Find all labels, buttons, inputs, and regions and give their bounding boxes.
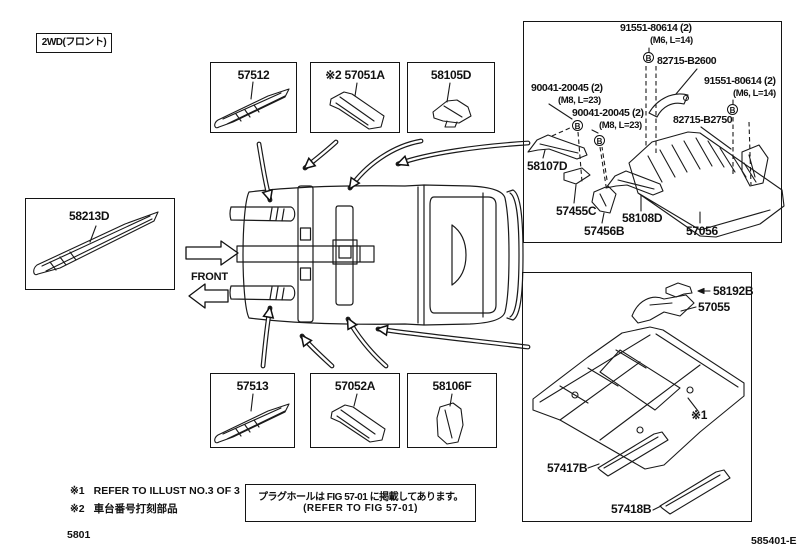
ref-marker: ※2	[325, 68, 342, 82]
fastener-callout-bracket-lower: 82715-B2750	[673, 114, 733, 126]
part-box-57051A: ※2 57051A	[310, 62, 400, 133]
part-number-label: 58213D	[69, 209, 110, 223]
fastener-callout-bolt-left1: 90041-20045 (2) (M8, L=23)	[531, 82, 603, 106]
part-box-58105D: 58105D	[407, 62, 495, 133]
part-box-58213D: 58213D	[25, 198, 175, 290]
plug-note-jp: プラグホールは FIG 57-01 に掲載してあります。	[258, 492, 463, 503]
front-label: FRONT	[191, 271, 228, 283]
part-label-57417B: 57417B	[547, 461, 588, 475]
vehicle-underbody-drawing	[229, 184, 524, 326]
part-number-label: 58105D	[430, 68, 472, 82]
front-direction-arrow	[188, 283, 229, 309]
part-label-57418B: 57418B	[611, 502, 652, 516]
part-number-label: 57512	[237, 68, 270, 82]
bolt-symbol-right: B	[727, 104, 738, 115]
plug-note-en: (REFER TO FIG 57-01)	[303, 503, 418, 514]
part-label-57055: 57055	[698, 300, 730, 314]
part-label-58108D: 58108D	[622, 211, 663, 225]
arrow-from-58213D	[185, 240, 239, 266]
part-label-57056: 57056	[686, 224, 718, 238]
bolt-symbol-left2: B	[594, 135, 605, 146]
bolt-symbol-left1: B	[572, 120, 583, 131]
drive-type-tag: 2WD(フロント)	[36, 33, 112, 53]
part-box-57512: 57512	[210, 62, 297, 133]
fastener-callout-bracket-upper: 82715-B2600	[657, 55, 717, 67]
placement-arrows	[256, 138, 531, 369]
lower-assembly-panel	[522, 272, 752, 522]
part-number-label: ※2 57051A	[325, 68, 385, 82]
part-label-57456B: 57456B	[584, 224, 625, 238]
fastener-callout-bolt-right: 91551-80614 (2) (M6, L=14)	[704, 75, 776, 99]
part-box-58106F: 58106F	[407, 373, 497, 448]
part-number-label: 57052A	[334, 379, 376, 393]
part-number-label: 58106F	[432, 379, 472, 393]
part-number-label: 57513	[236, 379, 269, 393]
fastener-callout-bolt-top: 91551-80614 (2) (M6, L=14)	[620, 22, 693, 46]
upper-assembly-panel	[523, 21, 782, 243]
page-code: 5801	[67, 529, 91, 541]
part-label-58107D: 58107D	[527, 159, 568, 173]
fastener-callout-bolt-left2: 90041-20045 (2) (M8, L=23)	[572, 107, 644, 131]
part-box-57052A: 57052A	[310, 373, 400, 448]
part-label-58192B: 58192B	[713, 284, 754, 298]
figure-code: 585401-E	[751, 535, 797, 547]
bolt-symbol-top: B	[643, 52, 654, 63]
plug-hole-note-box: プラグホールは FIG 57-01 に掲載してあります。 (REFER TO F…	[245, 484, 476, 522]
part-box-57513: 57513	[210, 373, 295, 448]
ref-marker-1: ※1	[691, 408, 708, 422]
part-label-57455C: 57455C	[556, 204, 597, 218]
